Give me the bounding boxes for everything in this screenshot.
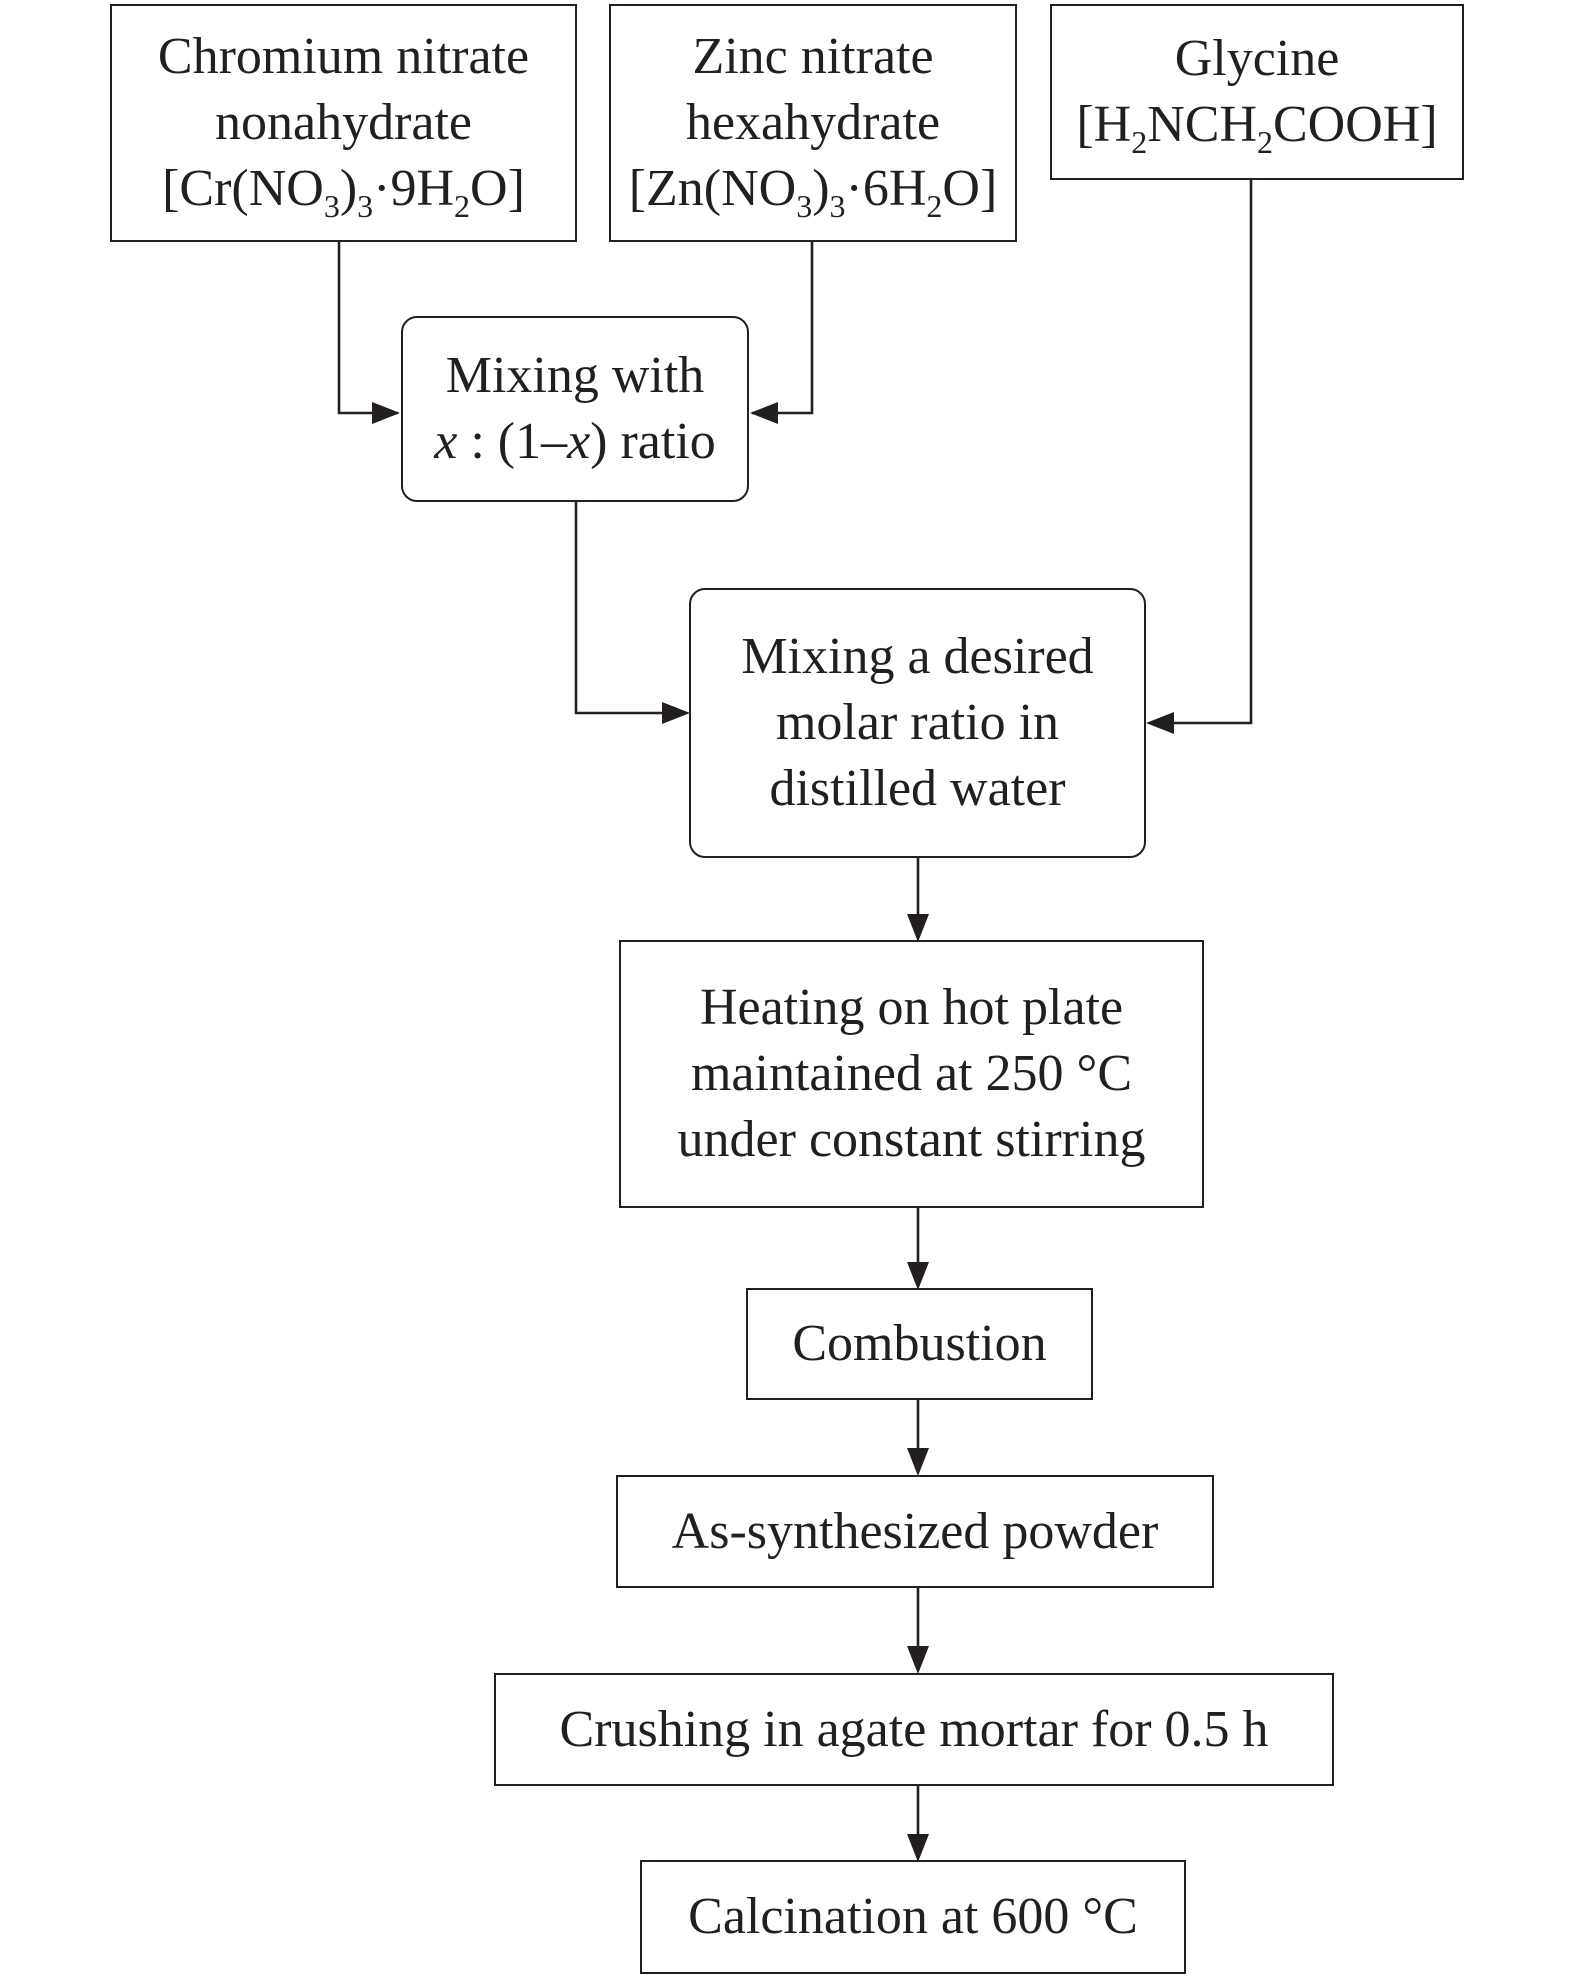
node-chromium-nitrate: Chromium nitrate nonahydrate [Cr(NO3)3·9… — [110, 4, 577, 242]
mixing-water-line-3: distilled water — [769, 760, 1066, 817]
glycine-name: Glycine — [1174, 30, 1340, 87]
mixing-water-line-2: molar ratio in — [775, 694, 1060, 751]
heating-line-1: Heating on hot plate — [699, 979, 1124, 1036]
node-mixing-ratio: Mixing with x : (1–x) ratio — [401, 316, 749, 502]
heating-line-3: under constant stirring — [677, 1111, 1146, 1168]
crushing-label: Crushing in agate mortar for 0.5 h — [559, 1700, 1269, 1758]
edge-zinc-arrowhead — [750, 402, 778, 424]
node-heating: Heating on hot plate maintained at 250 °… — [619, 940, 1204, 1208]
zinc-name-line-2: hexahydrate — [685, 94, 941, 151]
edge-glycine-to-mixing-water — [1150, 180, 1253, 725]
powder-label: As-synthesized powder — [671, 1502, 1159, 1560]
mixing-ratio-line-1: Mixing with — [445, 347, 705, 404]
zinc-formula: [Zn(NO3)3·6H2O] — [628, 160, 998, 224]
edge-combustion-arrowhead — [907, 1262, 929, 1290]
edge-zinc-to-mixing-ratio — [752, 242, 814, 415]
edge-chromium-arrowhead — [372, 402, 400, 424]
node-zinc-nitrate: Zinc nitrate hexahydrate [Zn(NO3)3·6H2O] — [609, 4, 1017, 242]
edge-chromium-to-mixing-ratio — [337, 242, 398, 415]
combustion-label: Combustion — [792, 1315, 1047, 1372]
node-calcination: Calcination at 600 °C — [640, 1860, 1186, 1974]
node-mixing-water: Mixing a desired molar ratio in distille… — [689, 588, 1146, 858]
mixing-water-line-1: Mixing a desired — [741, 628, 1094, 685]
edge-heating-arrowhead — [907, 914, 929, 942]
edge-calcination-arrowhead — [907, 1834, 929, 1862]
edge-mixing-ratio-to-mixing-water — [574, 502, 686, 715]
mixing-ratio-line-2: x : (1–x) ratio — [434, 413, 716, 470]
glycine-formula: [H2NCH2COOH] — [1076, 96, 1438, 160]
node-combustion: Combustion — [746, 1288, 1093, 1400]
chromium-formula: [Cr(NO3)3·9H2O] — [162, 160, 525, 224]
edge-mixing-ratio-arrowhead — [662, 702, 690, 724]
edge-crushing-arrowhead — [907, 1646, 929, 1674]
zinc-name-line-1: Zinc nitrate — [692, 28, 934, 85]
node-crushing: Crushing in agate mortar for 0.5 h — [494, 1673, 1334, 1786]
edge-glycine-arrowhead — [1146, 712, 1174, 734]
node-as-synthesized-powder: As-synthesized powder — [616, 1475, 1214, 1588]
heating-line-2: maintained at 250 °C — [690, 1045, 1133, 1102]
calcination-label: Calcination at 600 °C — [688, 1888, 1138, 1945]
chromium-name-line-2: nonahydrate — [214, 94, 472, 151]
node-glycine: Glycine [H2NCH2COOH] — [1050, 4, 1464, 180]
chromium-name-line-1: Chromium nitrate — [157, 28, 530, 85]
edge-powder-arrowhead — [907, 1448, 929, 1476]
